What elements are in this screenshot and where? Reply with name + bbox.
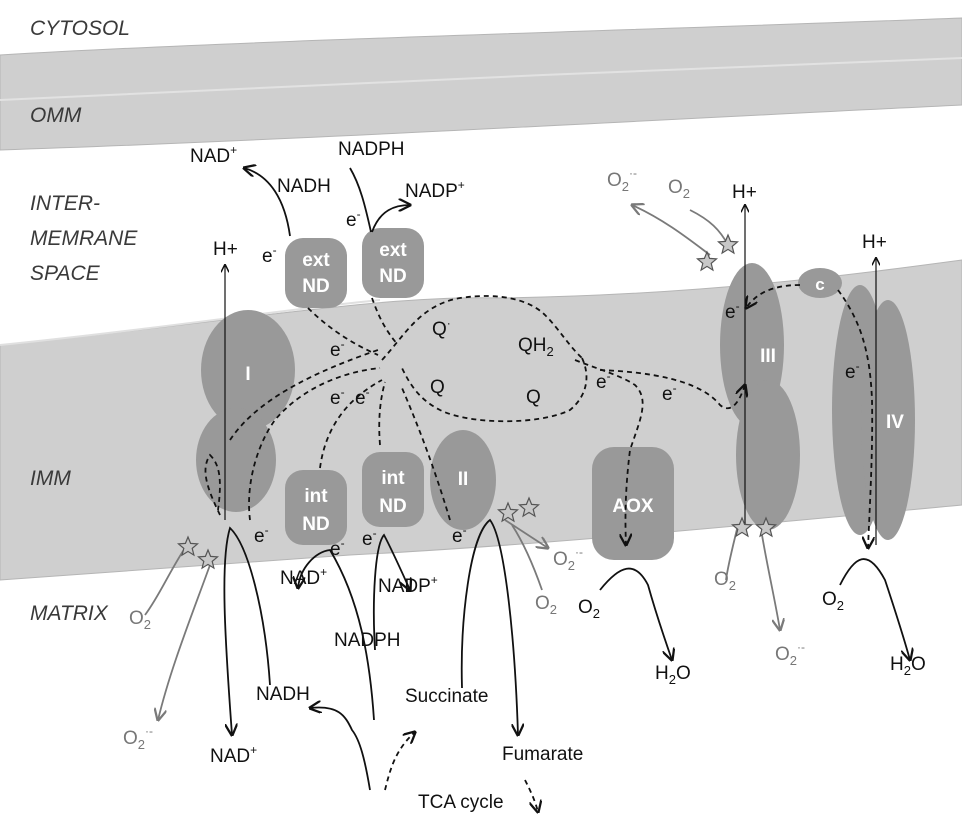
label-o2-complex-iii-ims: O2 [668, 177, 690, 201]
label-h-plus-complex-i: H+ [213, 239, 238, 260]
label-q-right: Q [526, 387, 541, 408]
label-e-ext-nd-1: e- [262, 243, 277, 267]
label-h-plus-complex-iii: H+ [732, 182, 757, 203]
int-nd-1-label-bottom: ND [302, 514, 329, 535]
label-superoxide-complex-ii: O2·- [553, 545, 583, 573]
label-nad-plus-matrix-2: NAD+ [280, 565, 327, 589]
star-icon [698, 252, 717, 270]
label-nadh-ims: NADH [277, 176, 331, 197]
star-icon [719, 235, 738, 253]
ext-nd-1-label-bottom: ND [302, 276, 329, 297]
label-fumarate: Fumarate [502, 744, 583, 765]
region-ims-line1: INTER- [30, 192, 100, 215]
label-nadp-plus-matrix: NADP+ [378, 573, 438, 597]
label-e-ext-nd-2: e- [346, 207, 361, 231]
region-cytosol: CYTOSOL [30, 17, 130, 40]
label-nadph-matrix: NADPH [334, 630, 401, 651]
int-nd-2-label-bottom: ND [379, 496, 406, 517]
complex-iv-label: IV [886, 412, 904, 433]
label-superoxide-complex-iii-matrix: O2·- [775, 640, 805, 668]
label-nad-plus-matrix-1: NAD+ [210, 743, 257, 767]
label-q-left: Q [430, 377, 445, 398]
label-e-int-nd-1-matrix: e- [330, 536, 345, 560]
ext-nd-2-label-top: ext [379, 240, 407, 261]
region-matrix: MATRIX [30, 602, 109, 625]
label-nadh-matrix: NADH [256, 684, 310, 705]
int-nd-1-label-top: int [304, 486, 328, 507]
complex-ii-label: II [458, 469, 469, 490]
ext-nd-2-label-bottom: ND [379, 266, 406, 287]
label-h2o-complex-iv: H2O [890, 654, 926, 678]
cytochrome-c-label: c [815, 275, 824, 294]
label-h-plus-complex-iv: H+ [862, 232, 887, 253]
label-nadph-ims: NADPH [338, 139, 405, 160]
label-succinate: Succinate [405, 686, 488, 707]
ext-nd-1 [285, 238, 347, 308]
ext-nd-2 [362, 228, 424, 298]
label-o2-complex-iv: O2 [822, 589, 844, 613]
complex-iii-label: III [760, 346, 776, 367]
label-nadp-plus-ims: NADP+ [405, 178, 465, 202]
label-tca-cycle: TCA cycle [418, 792, 504, 813]
ext-nd-1-label-top: ext [302, 250, 330, 271]
region-imm: IMM [30, 467, 71, 490]
label-o2-complex-iii-matrix: O2 [714, 569, 736, 593]
label-superoxide-complex-iii-ims: O2·- [607, 166, 637, 194]
label-superoxide-complex-i: O2·- [123, 724, 153, 752]
label-nad-plus-ims: NAD+ [190, 143, 237, 167]
label-h2o-aox: H2O [655, 663, 691, 687]
int-nd-2-label-top: int [381, 468, 405, 489]
aox-label: AOX [612, 496, 654, 517]
region-omm: OMM [30, 104, 82, 127]
outer-membrane [0, 18, 962, 150]
region-ims-line2: MEMRANE [30, 227, 138, 250]
label-o2-aox: O2 [578, 597, 600, 621]
region-ims-line3: SPACE [30, 262, 101, 285]
label-o2-complex-ii: O2 [535, 593, 557, 617]
complex-i-label: I [245, 364, 250, 385]
